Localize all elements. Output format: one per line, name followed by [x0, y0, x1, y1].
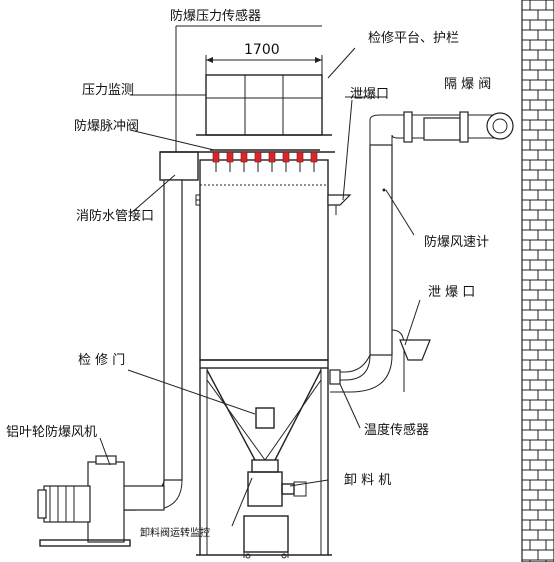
hopper-support [196, 359, 332, 559]
label-discharge-monitor: 卸料阀运转监控 [140, 526, 210, 539]
exhaust-duct [119, 179, 201, 511]
label-discharger: 卸 料 机 [344, 472, 391, 488]
dimension-label: 1700 [244, 42, 280, 58]
label-pulse-valve: 防爆脉冲阀 [74, 118, 139, 134]
label-pressure-sensor: 防爆压力传感器 [170, 8, 261, 24]
label-pressure-monitor: 压力监测 [82, 83, 134, 98]
pulse-valve-icon [296, 151, 304, 163]
label-temp-sensor: 温度传感器 [364, 422, 429, 438]
label-vent-top: 泄爆口 [350, 87, 389, 102]
isolation-valve-body [423, 117, 461, 141]
access-door-shape [255, 407, 275, 429]
label-fire-pipe: 消防水管接口 [76, 208, 154, 224]
brick-wall [521, 0, 554, 562]
pulse-valve-icon [310, 151, 318, 163]
pulse-valve-icon [254, 151, 262, 163]
pulse-valve-icon [268, 151, 276, 163]
label-wind-meter: 防爆风速计 [424, 234, 489, 250]
leader-lines [99, 47, 421, 527]
pulse-valve-icon [282, 151, 290, 163]
pulse-valves [210, 149, 320, 172]
pulse-valve-icon [226, 151, 234, 163]
label-isolation-valve: 隔 爆 阀 [444, 77, 491, 92]
label-access-door: 检 修 门 [78, 353, 125, 368]
label-platform: 检修平台、护栏 [368, 31, 459, 46]
inlet-duct [327, 111, 514, 393]
pulse-valve-icon [240, 151, 248, 163]
collector-housing [159, 25, 335, 361]
discharger-body [247, 471, 283, 507]
label-fan: 铝叶轮防爆风机 [6, 424, 97, 440]
pulse-valve-icon [212, 151, 220, 163]
explosion-proof-fan [37, 455, 131, 547]
label-vent-mid: 泄 爆 口 [428, 285, 475, 300]
